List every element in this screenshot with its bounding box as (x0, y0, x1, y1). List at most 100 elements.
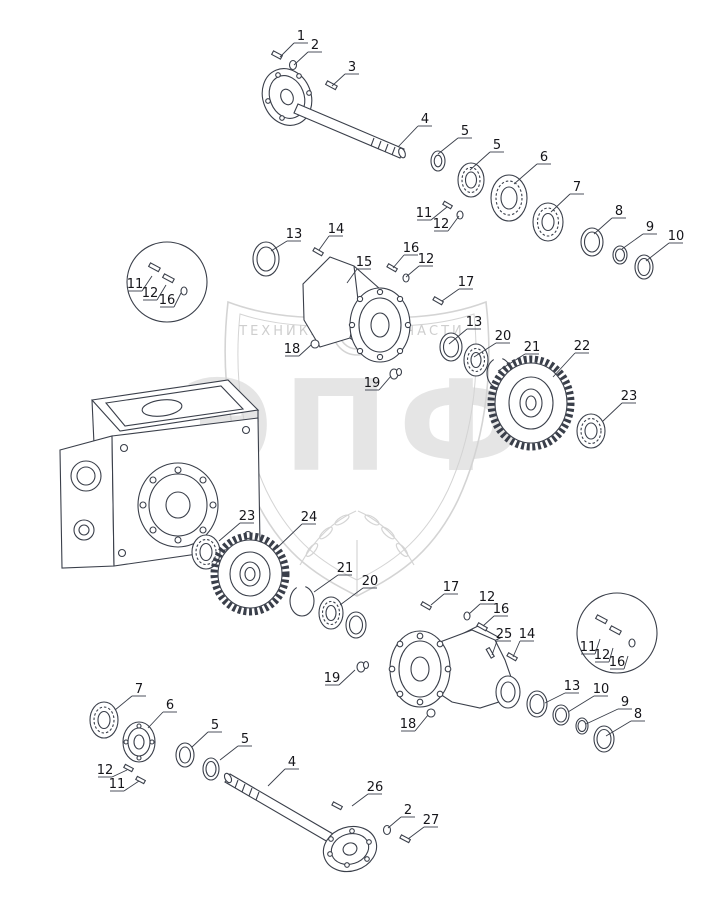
leader-line (267, 768, 286, 787)
leader-line (512, 640, 521, 658)
detail-washer-12-left (180, 286, 188, 296)
leader-line (219, 745, 239, 761)
part-number-2: 2 (311, 38, 319, 53)
leader-line (405, 265, 420, 278)
bolt-14-lower (506, 652, 519, 662)
leader-line (608, 647, 614, 663)
carrier-neck-end (495, 675, 521, 709)
leader-line (407, 826, 425, 840)
axle-flange-bottom (322, 825, 378, 873)
part-number-6: 6 (166, 698, 174, 713)
leader-line (339, 587, 364, 606)
part-number-23: 23 (621, 389, 638, 404)
bolt-26 (331, 801, 344, 811)
carrier-flange-upper (348, 287, 412, 363)
leader-line (279, 42, 295, 58)
leader-line (497, 353, 526, 372)
seal-ring-13-upper (252, 241, 280, 277)
part-number-13: 13 (466, 315, 483, 330)
bolt-16-upper (386, 263, 399, 273)
leader-line (141, 275, 153, 292)
part-number-12: 12 (97, 763, 114, 778)
plug-18-upper (310, 339, 320, 349)
bolt-3 (324, 80, 338, 91)
part-number-7: 7 (135, 682, 143, 697)
leader-line (448, 328, 468, 345)
axle-shaft-top (293, 103, 406, 159)
part-number-13: 13 (286, 227, 303, 242)
housing-main-flange (137, 462, 219, 548)
part-number-13: 13 (564, 679, 581, 694)
bolt-14-upper (312, 247, 325, 257)
bolt-12-bottom (123, 763, 135, 773)
leader-line (156, 284, 167, 301)
bolt-17-lower (420, 601, 433, 611)
part-number-2: 2 (404, 803, 412, 818)
ring-13-lower (526, 690, 548, 718)
leader-line (513, 163, 538, 185)
detail-washer-12-right (628, 638, 636, 648)
leader-line (594, 638, 601, 655)
snap-ring-21-lower (289, 585, 315, 617)
leader-line (593, 217, 613, 235)
part-number-9: 9 (621, 695, 629, 710)
part-number-16: 16 (403, 241, 420, 256)
part-number-12: 12 (594, 648, 611, 663)
leader-line (491, 640, 498, 656)
leader-line (392, 254, 405, 269)
leader-line (645, 242, 670, 262)
gearbox-housing (59, 379, 261, 569)
ring-9-lower (575, 717, 589, 735)
part-number-5: 5 (211, 718, 219, 733)
leader-line (544, 692, 566, 704)
bolt-11-bottom (135, 775, 147, 785)
plug-19-lower (356, 660, 370, 673)
leader-line (378, 375, 392, 391)
carrier-flange-lower (388, 630, 452, 708)
leader-line (567, 695, 595, 713)
part-number-12: 12 (142, 286, 159, 301)
bolt-11-top (442, 200, 454, 210)
part-number-21: 21 (337, 561, 354, 576)
bearing-20-lower (318, 596, 344, 630)
bolt-25 (485, 646, 495, 659)
leader-line (293, 51, 309, 66)
leader-line (550, 193, 571, 213)
part-number-11: 11 (127, 277, 144, 292)
leader-line (123, 780, 140, 792)
part-number-4: 4 (421, 112, 429, 127)
ring-10-top (634, 254, 654, 280)
part-number-5: 5 (493, 138, 501, 153)
leader-line (447, 215, 460, 232)
part-number-4: 4 (288, 755, 296, 770)
leader-line (430, 593, 445, 606)
part-number-5: 5 (241, 732, 249, 747)
part-number-23: 23 (239, 509, 256, 524)
part-number-5: 5 (461, 124, 469, 139)
leader-line (623, 655, 629, 670)
bearing-23-lower (191, 534, 221, 570)
leader-line (270, 240, 288, 252)
detail-bolt-16-left (161, 273, 175, 284)
part-number-18: 18 (284, 342, 301, 357)
leader-line (111, 769, 128, 778)
part-number-17: 17 (458, 275, 475, 290)
leader-line (437, 137, 459, 155)
ring-20-washer (345, 611, 367, 639)
part-number-10: 10 (668, 229, 685, 244)
washer-5-bottom-1 (175, 742, 195, 768)
bearing-7-bottom (89, 701, 119, 739)
leader-line (387, 816, 402, 829)
bearing-23-upper (576, 413, 606, 449)
ring-13-mid (439, 332, 463, 362)
leader-line (469, 151, 491, 171)
part-number-14: 14 (328, 222, 345, 237)
differential-carrier-lower (356, 601, 615, 753)
leader-line (602, 402, 623, 422)
leader-line (218, 522, 241, 542)
leader-line (147, 711, 164, 729)
part-number-11: 11 (416, 206, 433, 221)
washer-5-top (430, 150, 446, 172)
